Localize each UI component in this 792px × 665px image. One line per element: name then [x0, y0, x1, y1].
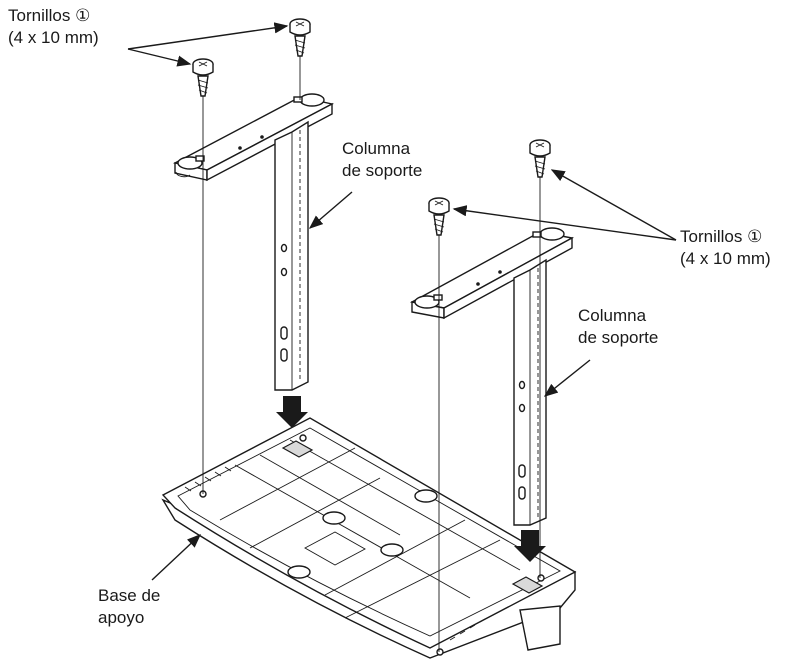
alignment-lines	[202, 56, 541, 652]
screw-right-1	[428, 197, 450, 236]
screws-size-top-left: (4 x 10 mm)	[8, 28, 99, 47]
screws-label-name: Tornillos	[680, 227, 743, 246]
circled-number: ①	[75, 6, 91, 26]
screws-label-name: Tornillos	[8, 6, 71, 25]
column-label-left-line1: Columna	[342, 139, 411, 158]
column-label-left-line2: de soporte	[342, 161, 423, 180]
circled-number: ①	[747, 227, 763, 247]
screws-size-right: (4 x 10 mm)	[680, 249, 771, 268]
base-label-line1: Base de	[98, 586, 161, 605]
leader-arrows	[127, 22, 677, 581]
column-label-right-line1: Columna	[578, 306, 647, 325]
column-label-right-line2: de soporte	[578, 328, 659, 347]
support-base	[161, 417, 577, 659]
screw-right-2	[529, 139, 551, 178]
base-label-line2: apoyo	[98, 608, 145, 627]
screw-top-left-1	[192, 58, 214, 97]
left-support-column	[172, 93, 335, 428]
screws-label-right: Tornillos ①	[680, 227, 762, 247]
screw-top-left-2	[289, 18, 311, 57]
screws-label-top-left: Tornillos ①	[8, 6, 90, 26]
